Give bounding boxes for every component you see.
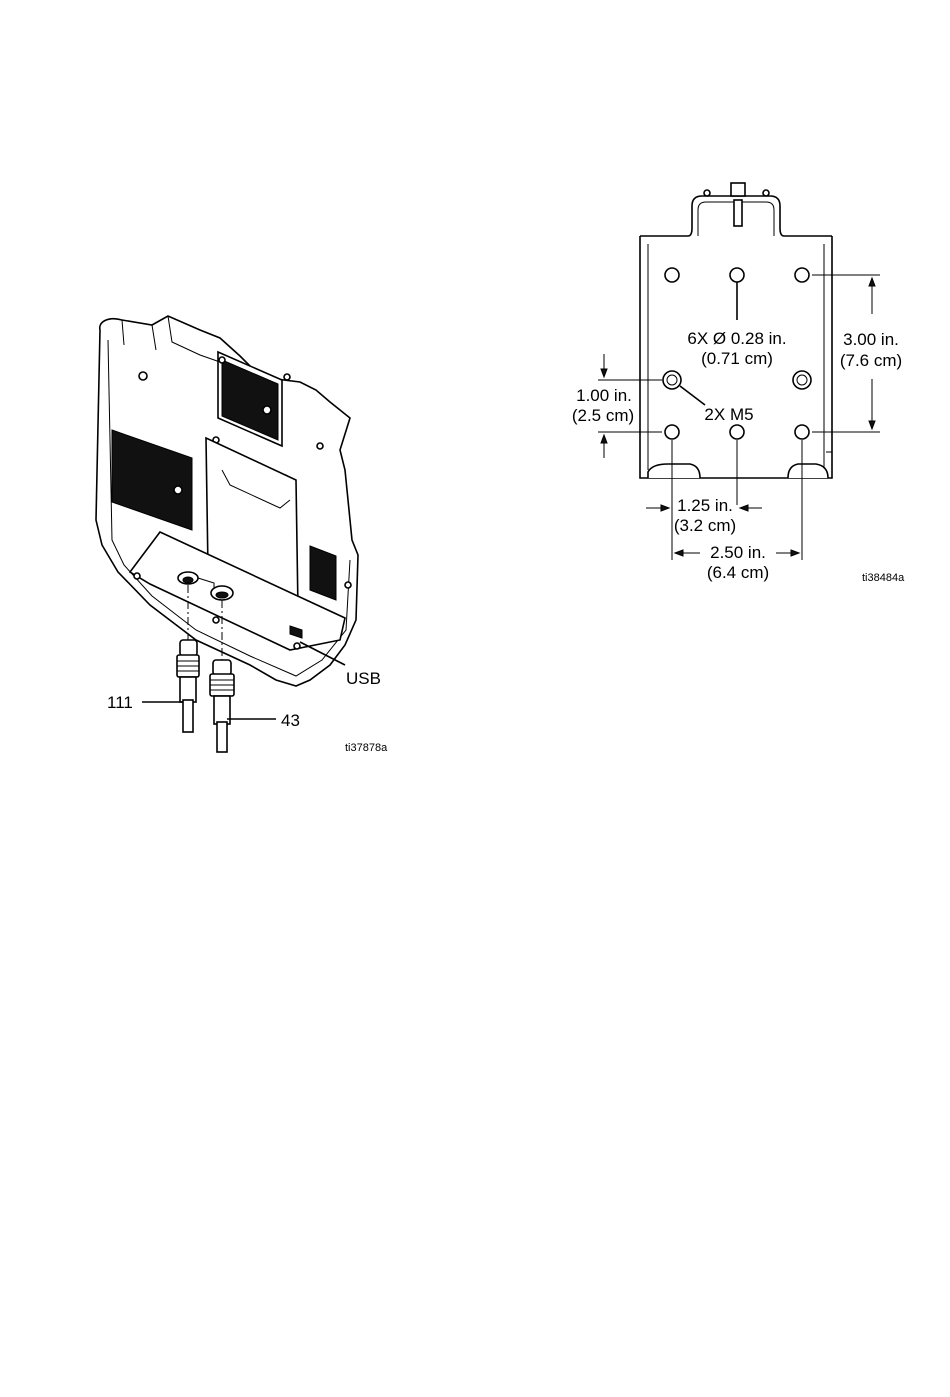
dim-250-line1: 2.50 in. [710,543,766,562]
dim-250-line2: (6.4 cm) [707,563,769,582]
dim-thread: 2X M5 [704,405,753,424]
mounting-bracket-figure: 6X Ø 0.28 in. (0.71 cm) 2X M5 3.00 in. (… [572,183,905,584]
dim-100-line2: (2.5 cm) [572,406,634,425]
dim-300-line2: (7.6 cm) [840,351,902,370]
dim-hole-dia-line2: (0.71 cm) [701,349,773,368]
bottom-slot-right [788,464,828,478]
cable-111 [177,640,199,732]
callout-111: 111 [107,693,133,712]
bracket-bottom-lip [826,452,832,470]
figure-id-left: ti37878a [345,742,388,754]
hole [730,425,744,439]
dim-hole-dia-line1: 6X Ø 0.28 in. [687,329,786,348]
tab-rivet [704,190,710,196]
tab-rivet [763,190,769,196]
dim-125-line2: (3.2 cm) [674,516,736,535]
dim-125-line1: 1.25 in. [677,496,733,515]
hole [730,268,744,282]
cable-43 [210,660,234,752]
leader-m5 [680,386,705,405]
controller-isometric-figure: USB 111 43 ti37878a [96,316,388,754]
dim-100-line1: 1.00 in. [576,386,632,405]
hole [665,425,679,439]
plate-screw [213,617,219,623]
plate-screw [134,573,140,579]
top-stud [731,183,745,226]
hole [665,268,679,282]
right-side-window [310,546,336,600]
m5-threaded-holes [663,371,811,389]
callout-43: 43 [281,711,300,730]
callout-usb: USB [346,669,381,688]
connector-43-port [211,586,233,600]
bottom-slot-left [648,464,700,478]
dim-300-line1: 3.00 in. [843,330,899,349]
hole [795,268,809,282]
figure-id-right: ti38484a [862,572,905,584]
hole [795,425,809,439]
